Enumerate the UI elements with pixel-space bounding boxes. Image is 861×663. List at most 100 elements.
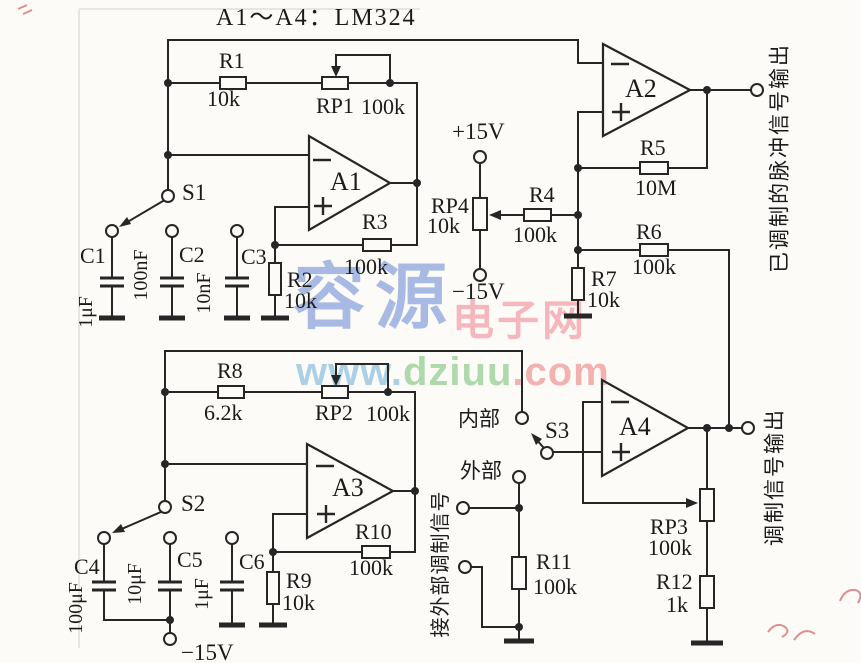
wires	[103, 39, 752, 642]
label-rp1-name: RP1	[316, 93, 354, 118]
label-c3-name: C3	[241, 244, 267, 269]
resistor-r7-body	[571, 267, 585, 301]
label-r4-value: 100k	[513, 222, 557, 247]
opamp-a3-plus-sign	[317, 505, 335, 523]
label-mod-output: 调制信号输出	[762, 408, 787, 546]
c2-select-terminal	[165, 224, 179, 238]
wire-a3-plus-r10	[272, 513, 416, 553]
label-plus15v: +15V	[452, 119, 505, 144]
label-r5-name: R5	[640, 135, 666, 160]
external-terminal	[512, 470, 526, 484]
label-c1-value: 1μF	[75, 296, 97, 328]
capacitor-plates	[92, 276, 249, 592]
resistor-r12-body	[699, 575, 715, 609]
cap-c4-plates	[92, 580, 116, 592]
label-rp4-name: RP4	[431, 193, 469, 218]
resistor-r5-body	[639, 161, 669, 175]
label-opamp-a2: A2	[625, 74, 657, 103]
pulse-output-terminal	[750, 83, 764, 97]
wire-r5-rail	[577, 89, 708, 169]
resistor-r1-body	[219, 76, 247, 90]
opamp-a3-body	[305, 442, 396, 540]
label-c2-value: 100nF	[130, 249, 152, 301]
minus15v-bottom-terminal	[163, 632, 177, 646]
label-switch-s2: S2	[181, 491, 206, 516]
wire-s1-arm	[122, 199, 165, 226]
wire-r8-rp2-rail	[164, 391, 416, 553]
label-r11-value: 100k	[533, 574, 577, 599]
wire-r6	[577, 249, 730, 429]
wire-rp1-bypass	[335, 54, 391, 84]
opamp-a4-body	[600, 378, 691, 478]
label-rp2-name: RP2	[315, 400, 353, 425]
label-r11-name: R11	[536, 549, 572, 574]
pot-rp3-body	[699, 488, 715, 522]
label-switch-s3: S3	[545, 418, 570, 443]
pot-rp4-body	[472, 197, 488, 231]
label-r8-name: R8	[217, 358, 243, 383]
wire-r1-rp1-rail	[167, 82, 418, 246]
label-c6-value: 1μF	[191, 578, 213, 610]
pot-rp2-body	[321, 385, 349, 399]
ext-input-terminal-1	[456, 501, 470, 515]
c5-select-terminal	[163, 531, 177, 545]
wire-ext-r11	[468, 482, 520, 640]
label-c5-name: C5	[177, 547, 203, 572]
label-rp3-value: 100k	[648, 535, 692, 560]
label-minus15v: −15V	[452, 279, 505, 304]
s3-arm-arrowhead	[531, 433, 542, 445]
label-r10-value: 100k	[349, 555, 393, 580]
opamp-a1-body	[307, 134, 393, 232]
ground-symbols	[99, 313, 723, 646]
label-c3-value: 10nF	[193, 272, 215, 314]
label-rp1-value: 100k	[361, 94, 405, 119]
label-c5-value: 10μF	[124, 563, 146, 605]
wire-left-rail-top-osc	[167, 39, 604, 191]
opamp-signs	[313, 62, 630, 523]
label-r5-value: 10M	[635, 175, 677, 200]
wire-a1-plus-r3	[274, 206, 418, 246]
s2-pivot-terminal	[158, 500, 172, 514]
label-c2-name: C2	[179, 242, 205, 267]
c6-select-terminal	[225, 531, 239, 545]
label-r2-name: R2	[287, 267, 313, 292]
rp1-wiper-arrowhead	[331, 66, 341, 77]
terminals	[97, 83, 764, 646]
label-pulse-output: 已调制的脉冲信号输出	[767, 43, 792, 273]
label-opamp-a4: A4	[619, 412, 651, 441]
opamp-a2-body	[601, 42, 693, 138]
resistor-r4-body	[523, 208, 552, 222]
label-r1-value: 10k	[207, 86, 240, 111]
cap-c6-plates	[220, 580, 244, 592]
s1-arm-arrowhead	[119, 217, 131, 227]
label-r9-value: 10k	[282, 590, 315, 615]
schematic-title: A1～A4：LM324	[216, 5, 417, 31]
label-r3-name: R3	[362, 209, 388, 234]
label-r10-name: R10	[355, 519, 392, 544]
cap-c1-plates	[100, 276, 124, 288]
rp3-wiper-arrowhead	[686, 498, 698, 508]
label-r12-value: 1k	[666, 592, 688, 617]
opamp-a4-plus-sign	[612, 443, 630, 461]
opamp-a2-plus-sign	[612, 103, 630, 121]
wire-rp2-bypass	[335, 363, 389, 393]
junction-dots	[161, 79, 733, 631]
label-c1-name: C1	[80, 243, 106, 268]
label-ext-mod-input: 接外部调制信号	[430, 490, 452, 638]
label-opamp-a3: A3	[332, 473, 364, 502]
label-rp2-value: 100k	[366, 401, 410, 426]
label-rp3-name: RP3	[650, 514, 688, 539]
label-r3-value: 100k	[344, 254, 388, 279]
opamps	[305, 42, 693, 540]
label-external: 外部	[460, 459, 502, 483]
label-r12-name: R12	[656, 569, 693, 594]
resistor-r9-body	[266, 571, 280, 605]
resistor-r6-body	[639, 243, 669, 257]
label-r1-name: R1	[219, 48, 245, 73]
label-rp4-value: 10k	[427, 213, 460, 238]
ext-input-terminal-2	[458, 560, 472, 574]
label-r6-value: 100k	[632, 254, 676, 279]
label-r7-name: R7	[591, 266, 617, 291]
